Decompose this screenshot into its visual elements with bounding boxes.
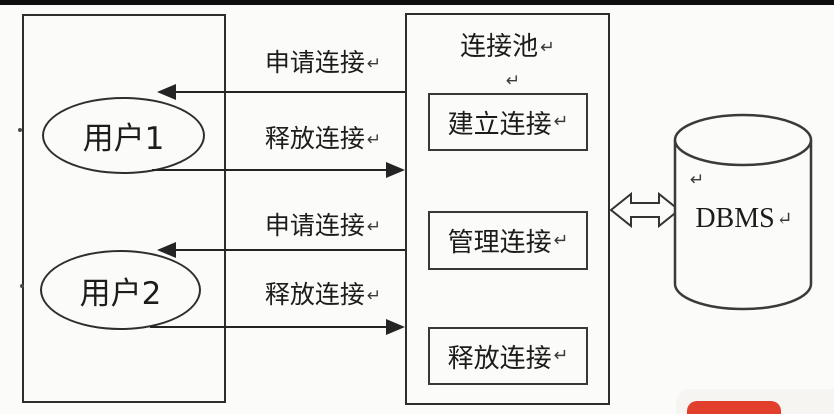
flow-label-release-1: 释放连接↵ [248,119,398,155]
dbms-label-text: DBMS [695,203,775,234]
pool-step-label: 建立连接 [447,109,552,140]
flow-label-text: 申请连接 [264,211,365,240]
return-mark-icon: ↵ [366,217,382,237]
bullet-dot [18,128,22,132]
bullet-dot [20,284,24,288]
user1-label: 用户1 [82,121,165,157]
connection-pool-title: 连接池↵ [405,26,610,63]
return-mark-icon: ↵ [553,346,569,366]
pool-step-manage: 管理连接↵ [428,211,588,270]
return-mark-icon: ↵ [540,38,555,58]
arrow-line-request-1 [176,91,405,93]
pool-step-release: 释放连接↵ [428,327,588,385]
pool-step-label: 管理连接 [447,228,552,258]
arrowhead-right-icon [386,162,405,178]
flow-label-text: 释放连接 [264,280,365,309]
return-mark-icon: ↵ [366,130,382,150]
flow-label-text: 申请连接 [264,48,365,77]
arrow-line-release-2 [150,326,386,328]
red-action-button[interactable] [687,401,781,414]
return-mark-icon: ↵ [505,71,521,91]
top-bar [0,0,834,5]
flow-label-text: 释放连接 [264,124,365,153]
users-container-box [22,14,226,403]
pool-step-label: 释放连接 [447,343,552,374]
user2-label: 用户2 [79,275,162,312]
return-mark-icon: ↵ [690,170,705,190]
connection-pool-box [405,13,610,405]
return-mark-icon: ↵ [553,230,569,251]
arrowhead-left-icon [157,84,176,100]
arrowhead-left-icon [157,242,176,258]
flow-label-request-2: 申请连接↵ [248,206,398,242]
pool-step-establish: 建立连接↵ [428,93,588,151]
return-mark-icon: ↵ [366,54,382,74]
database-cylinder-icon [673,113,813,311]
arrowhead-right-icon [386,319,405,335]
arrow-line-request-2 [176,249,405,251]
return-mark-icon: ↵ [776,209,793,230]
user2-node: 用户2 [40,250,201,330]
pool-title-text: 连接池 [460,32,539,62]
arrow-line-release-1 [152,169,388,171]
user1-node: 用户1 [42,97,205,174]
flow-label-release-2: 释放连接↵ [248,275,398,311]
return-mark-icon: ↵ [553,112,569,132]
dbms-label: DBMS↵ [674,203,814,235]
flow-label-request-1: 申请连接↵ [248,43,398,79]
return-mark-icon: ↵ [366,286,382,306]
double-arrow-icon [609,191,681,229]
